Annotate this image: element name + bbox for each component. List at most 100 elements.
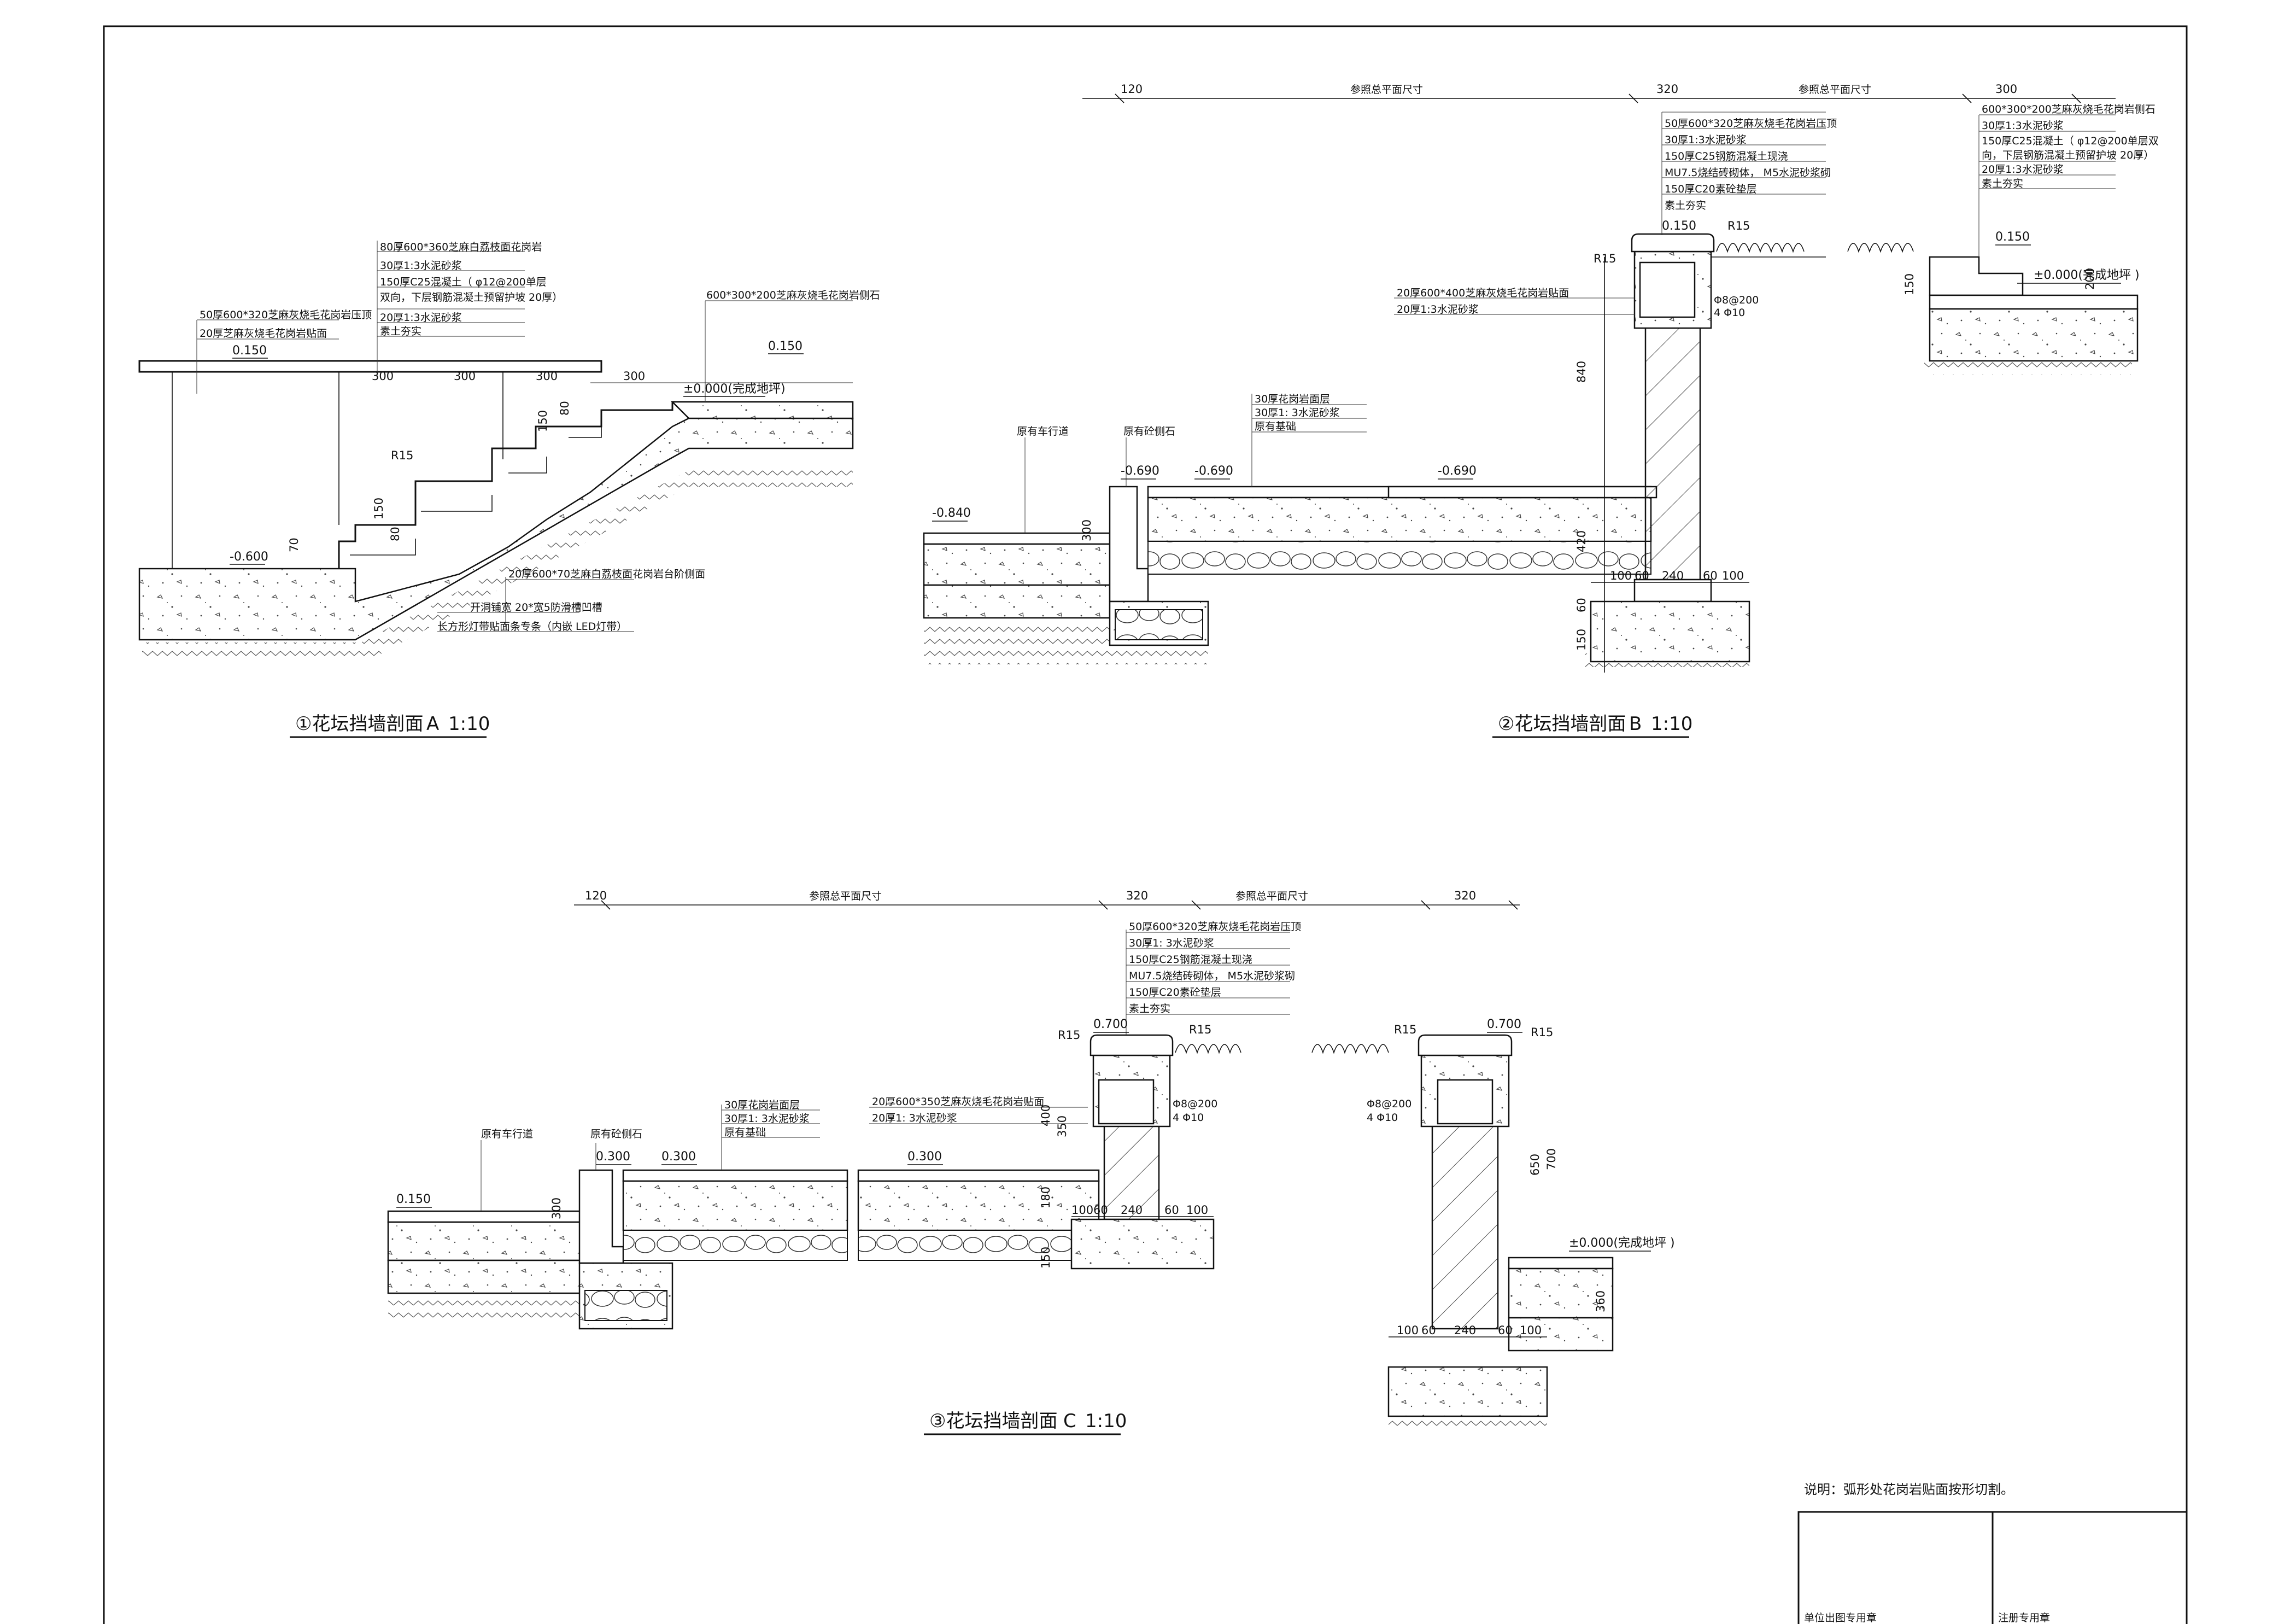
c-elev-1: 0.700 (1093, 1018, 1128, 1031)
b-note-1: 50厚600*320芝麻灰烧毛花岗岩压顶 (1665, 118, 1837, 130)
a-note-1: 80厚600*360芝麻白荔枝面花岗岩 (380, 241, 542, 253)
c-rebar-r-2: 4 Φ10 (1367, 1112, 1398, 1124)
section-b: 120 参照总平面尺寸 320 参照总平面尺寸 300 (923, 83, 2159, 673)
c-note-4: MU7.5烧结砖砌体， M5水泥砂浆砌 (1129, 970, 1295, 982)
c-existing-curb: 原有砼侧石 (590, 1128, 642, 1140)
section-b-tag: B (1629, 713, 1642, 735)
c-dim-240: 240 (1121, 1204, 1143, 1217)
a-elev-3: ±0.000(完成地坪) (683, 382, 786, 396)
c-paving-note-3: 原有基础 (724, 1126, 766, 1138)
c-dim-150: 150 (1039, 1247, 1052, 1269)
c-face-note-1: 20厚600*350芝麻灰烧毛花岗岩贴面 (872, 1096, 1044, 1108)
a-bottom-note-1: 20厚600*70芝麻白荔枝面花岗岩台阶侧面 (508, 568, 705, 580)
section-a-title: ①花坛挡墙剖面 (295, 713, 423, 735)
b-note-3: 150厚C25钢筋混凝土现浇 (1665, 150, 1788, 162)
c-note-3: 150厚C25钢筋混凝土现浇 (1129, 954, 1252, 966)
a-dim-80b: 80 (389, 527, 402, 541)
b-dim-420: 420 (1575, 530, 1588, 552)
a-note-2: 30厚1:3水泥砂浆 (380, 260, 462, 272)
c-note-2: 30厚1: 3水泥砂浆 (1129, 937, 1214, 949)
a-bottom-note-2: 开洞铺宽 20*宽5防滑槽凹槽 (470, 601, 602, 614)
c-topdim-1: 120 (585, 889, 607, 902)
b-right-note-4: 向，下层钢筋混凝土预留护坡 20厚） (1982, 149, 2154, 161)
b-face-note-2: 20厚1:3水泥砂浆 (1397, 303, 1479, 316)
a-elev-4: -0.600 (230, 550, 268, 564)
c-dim-700: 700 (1545, 1148, 1558, 1170)
a-left-note-2: 20厚芝麻灰烧毛花岗岩贴面 (200, 328, 327, 340)
c-elev-4: 0.300 (661, 1150, 696, 1164)
a-dim-150: 150 (536, 410, 549, 432)
b-elev-1: 0.150 (1662, 219, 1696, 233)
c-note-6: 素土夯实 (1129, 1003, 1170, 1015)
c-dim-100a: 100 (1071, 1204, 1093, 1217)
a-dim-150c: 70 (288, 538, 301, 552)
b-rebar-1: Φ8@200 (1714, 294, 1759, 306)
a-right-note: 600*300*200芝麻灰烧毛花岗岩侧石 (706, 289, 880, 301)
b-existing-road: 原有车行道 (1017, 425, 1069, 437)
b-face-note-1: 20厚600*400芝麻灰烧毛花岗岩贴面 (1397, 287, 1569, 299)
c-r15-a: R15 (1058, 1029, 1080, 1042)
b-topdim-5: 300 (1995, 83, 2017, 96)
a-dim-80: 80 (558, 401, 571, 416)
a-dim-r15: R15 (391, 449, 413, 462)
c-elev-6: 0.150 (396, 1193, 431, 1206)
c-dim-100d: 100 (1520, 1324, 1542, 1337)
a-note-3: 150厚C25混凝土（ φ12@200单层 (380, 276, 547, 288)
a-dim-150b: 150 (372, 498, 385, 519)
c-note-1: 50厚600*320芝麻灰烧毛花岗岩压顶 (1129, 921, 1301, 933)
c-r15-d: R15 (1531, 1026, 1553, 1039)
c-topdim-3: 320 (1126, 889, 1148, 902)
b-topdim-1: 120 (1121, 83, 1143, 96)
b-elev-2: 0.150 (1995, 230, 2030, 244)
b-paving-note-1: 30厚花岗岩面层 (1255, 393, 1330, 405)
a-elev-1: 0.150 (232, 344, 267, 358)
c-dim-400: 400 (1039, 1105, 1052, 1126)
b-rebar-2: 4 Φ10 (1714, 307, 1745, 319)
c-dim-300: 300 (550, 1197, 563, 1219)
sheet-border (103, 25, 2188, 1624)
a-dim-300-1: 300 (372, 370, 394, 383)
c-dim-240b: 240 (1454, 1324, 1476, 1337)
b-dim-840: 840 (1575, 361, 1588, 383)
b-topdim-4: 参照总平面尺寸 (1799, 84, 1871, 96)
general-note: 说明：弧形处花岗岩贴面按形切割。 (1804, 1482, 2014, 1497)
b-elev-4: -0.690 (1121, 464, 1159, 478)
c-dim-360: 360 (1594, 1290, 1607, 1312)
b-paving-note-3: 原有基础 (1255, 420, 1296, 433)
c-dim-60c: 60 (1421, 1324, 1436, 1337)
b-note-4: MU7.5烧结砖砌体， M5水泥砂浆砌 (1665, 167, 1831, 179)
titleblock-right: 注册专用章 (1998, 1612, 2050, 1624)
c-face-note-2: 20厚1: 3水泥砂浆 (872, 1112, 957, 1124)
b-topdim-3: 320 (1656, 83, 1678, 96)
a-note-5: 20厚1:3水泥砂浆 (380, 312, 462, 324)
section-c-scale: 1:10 (1085, 1410, 1127, 1432)
section-b-scale: 1:10 (1651, 713, 1692, 735)
b-r15-b: R15 (1727, 219, 1750, 232)
b-topdim-2: 参照总平面尺寸 (1350, 84, 1423, 96)
section-c-title: ③花坛挡墙剖面 (929, 1410, 1057, 1432)
a-note-6: 素土夯实 (380, 325, 421, 337)
b-right-note-2: 30厚1:3水泥砂浆 (1982, 120, 2064, 132)
c-dim-60b: 60 (1164, 1204, 1179, 1217)
b-dim-60: 60 (1575, 598, 1588, 612)
c-topdim-2: 参照总平面尺寸 (809, 890, 882, 902)
b-r15-a: R15 (1594, 252, 1616, 265)
c-note-5: 150厚C20素砼垫层 (1129, 986, 1221, 998)
a-dim-300-3: 300 (536, 370, 558, 383)
section-b-title: ②花坛挡墙剖面 (1498, 713, 1626, 735)
b-dim-100a: 100 (1610, 569, 1632, 582)
b-right-note-1: 600*300*200芝麻灰烧毛花岗岩侧石 (1982, 103, 2156, 115)
c-topdim-5: 320 (1454, 889, 1476, 902)
a-left-note-1: 50厚600*320芝麻灰烧毛花岗岩压顶 (200, 309, 372, 321)
section-a-scale: 1:10 (448, 713, 490, 735)
b-note-6: 素土夯实 (1665, 200, 1706, 212)
a-dim-300-2: 300 (454, 370, 476, 383)
b-right-note-6: 素土夯实 (1982, 178, 2023, 190)
b-note-2: 30厚1:3水泥砂浆 (1665, 134, 1747, 146)
c-paving-note-2: 30厚1: 3水泥砂浆 (724, 1113, 810, 1125)
section-a-tag: A (426, 713, 439, 735)
c-dim-100b: 100 (1186, 1204, 1208, 1217)
a-bottom-note-3: 长方形灯带贴面条专条（内嵌 LED灯带） (437, 621, 627, 633)
c-rebar-l-2: 4 Φ10 (1173, 1112, 1204, 1124)
a-dim-300-4: 300 (623, 370, 645, 383)
